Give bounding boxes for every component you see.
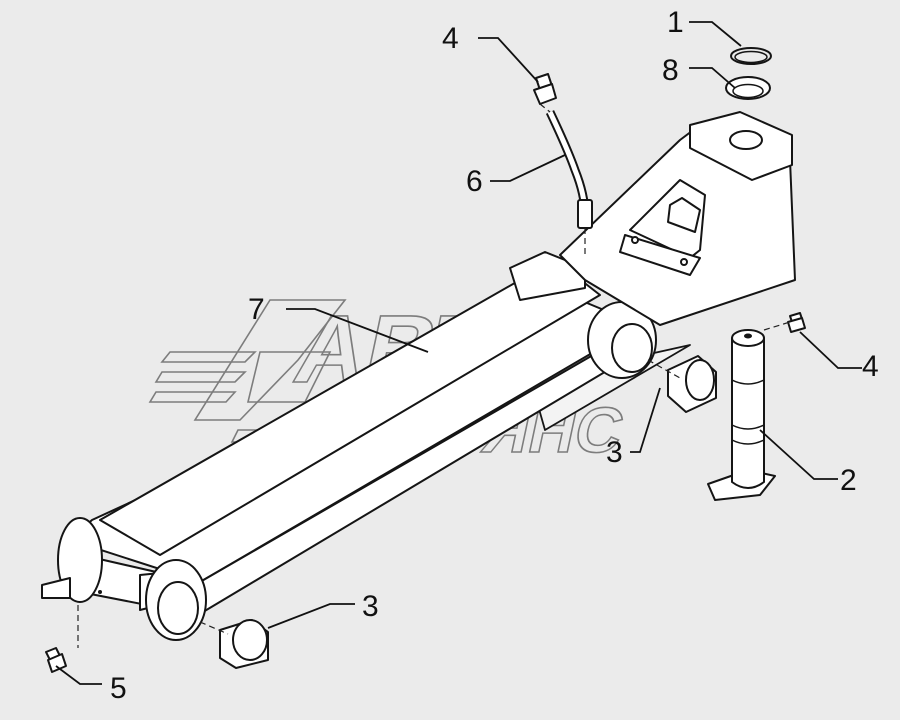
housing-top-hole [729,130,763,150]
bushing-front [667,355,717,413]
callout-4-right: 4 [862,350,879,383]
snap-ring [730,47,772,65]
callout-3-rear: 3 [362,590,379,623]
callout-5: 5 [110,672,127,705]
arm-rear-tab [41,577,71,599]
callout-1: 1 [667,6,684,39]
main-arm [41,251,691,641]
leader-lines [55,21,862,685]
arm-front-bore [611,323,653,373]
callout-7: 7 [248,293,265,326]
arm-top-plate [99,259,601,556]
housing-window-inner [667,197,701,233]
pivot-pin [707,329,776,501]
grease-nipple-top [533,73,557,113]
bushing-rear [219,619,269,669]
washer [725,76,771,100]
callout-2: 2 [840,464,857,497]
housing-plate [619,234,701,276]
callout-4-top: 4 [442,22,459,55]
pin-body [731,337,765,489]
grease-nipple-right [787,312,806,333]
upper-housing [559,111,796,326]
callout-8: 8 [662,54,679,87]
grease-hose [545,110,593,255]
arm-rear-bore [157,581,199,635]
callout-3-front: 3 [606,436,623,469]
grease-nipple-rear [45,605,79,673]
callout-6: 6 [466,165,483,198]
housing-bolt-2 [680,258,688,266]
hose-end-fitting [577,199,593,229]
housing-bolt-1 [631,236,639,244]
grease-hole [98,590,102,594]
